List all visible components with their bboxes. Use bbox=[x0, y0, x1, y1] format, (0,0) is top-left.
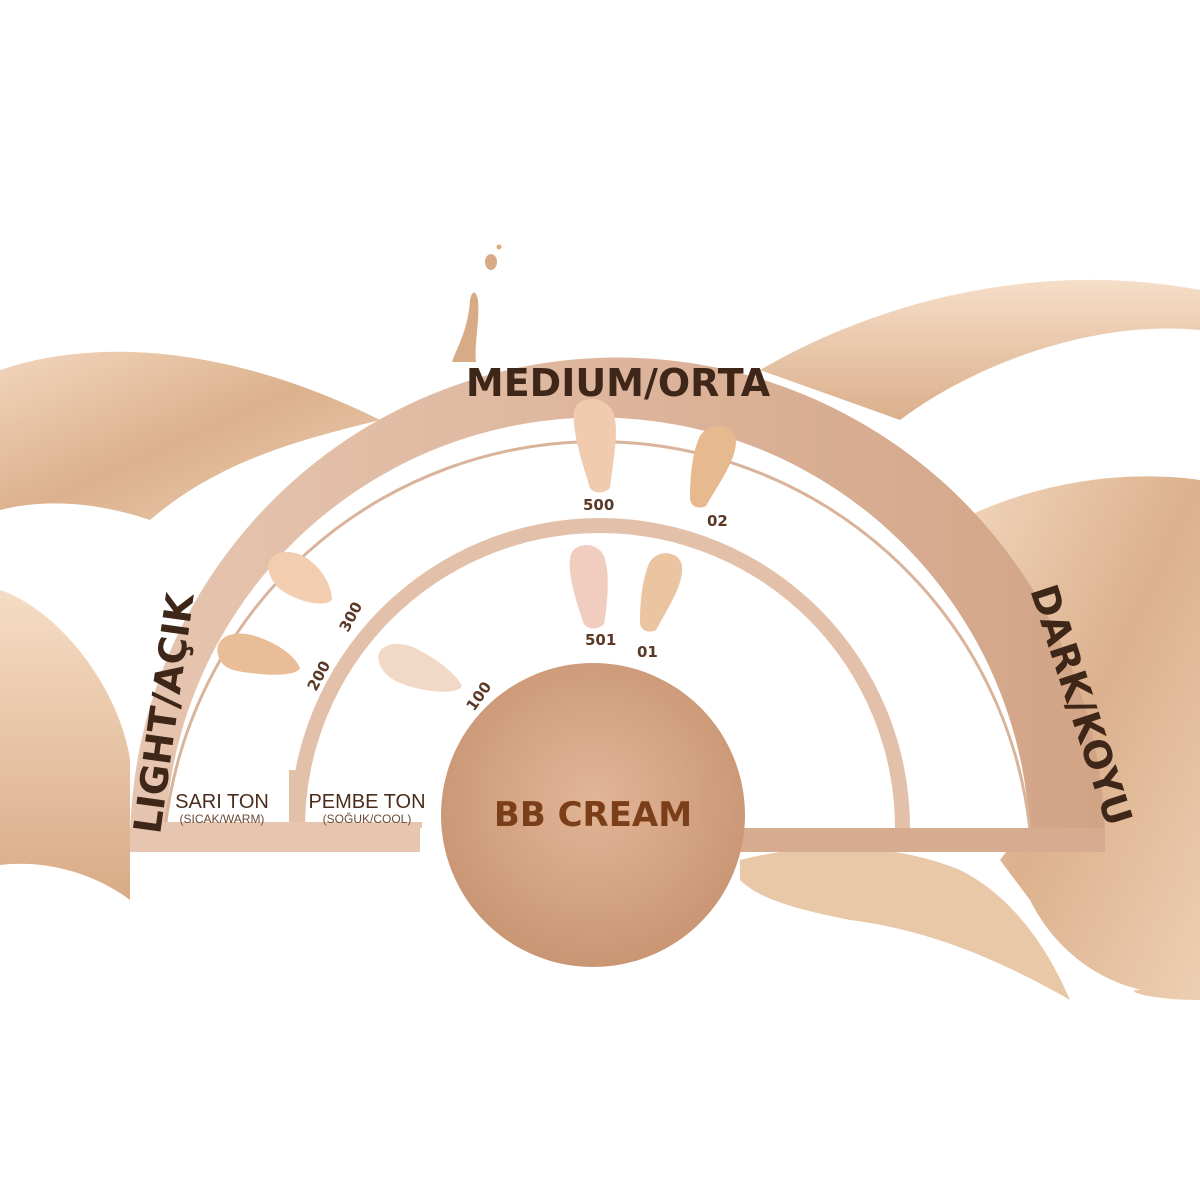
swatch-501 bbox=[569, 544, 608, 629]
cream-drip bbox=[452, 244, 502, 362]
shade-label-500: 500 bbox=[583, 496, 614, 514]
outer-arc-band bbox=[130, 357, 1105, 850]
shade-label-01: 01 bbox=[637, 643, 658, 661]
warm-tone-subtitle: (SICAK/WARM) bbox=[180, 812, 265, 826]
swatch-200 bbox=[217, 633, 300, 675]
swatch-02 bbox=[690, 425, 736, 508]
cool-tone-title: PEMBE TON bbox=[308, 791, 425, 813]
tone-divider bbox=[289, 770, 297, 828]
shade-label-02: 02 bbox=[707, 512, 728, 530]
cool-tone-subtitle: (SOĞUK/COOL) bbox=[323, 811, 412, 826]
warm-tone-title: SARI TON bbox=[175, 791, 269, 813]
bb-cream-label: BB CREAM bbox=[494, 795, 692, 835]
bb-cream-circle bbox=[441, 663, 745, 967]
shade-swatches bbox=[217, 398, 736, 692]
swatch-300 bbox=[268, 552, 332, 604]
outer-arc-inner-fill bbox=[165, 441, 1030, 830]
swatch-01 bbox=[640, 553, 683, 632]
shade-label-501: 501 bbox=[585, 631, 616, 649]
cream-swirl-left bbox=[0, 351, 380, 900]
outer-base-strip bbox=[130, 828, 420, 852]
medium-orta-label: MEDIUM/ORTA bbox=[466, 361, 771, 405]
swatch-100 bbox=[378, 643, 462, 692]
swatch-500 bbox=[573, 398, 616, 493]
